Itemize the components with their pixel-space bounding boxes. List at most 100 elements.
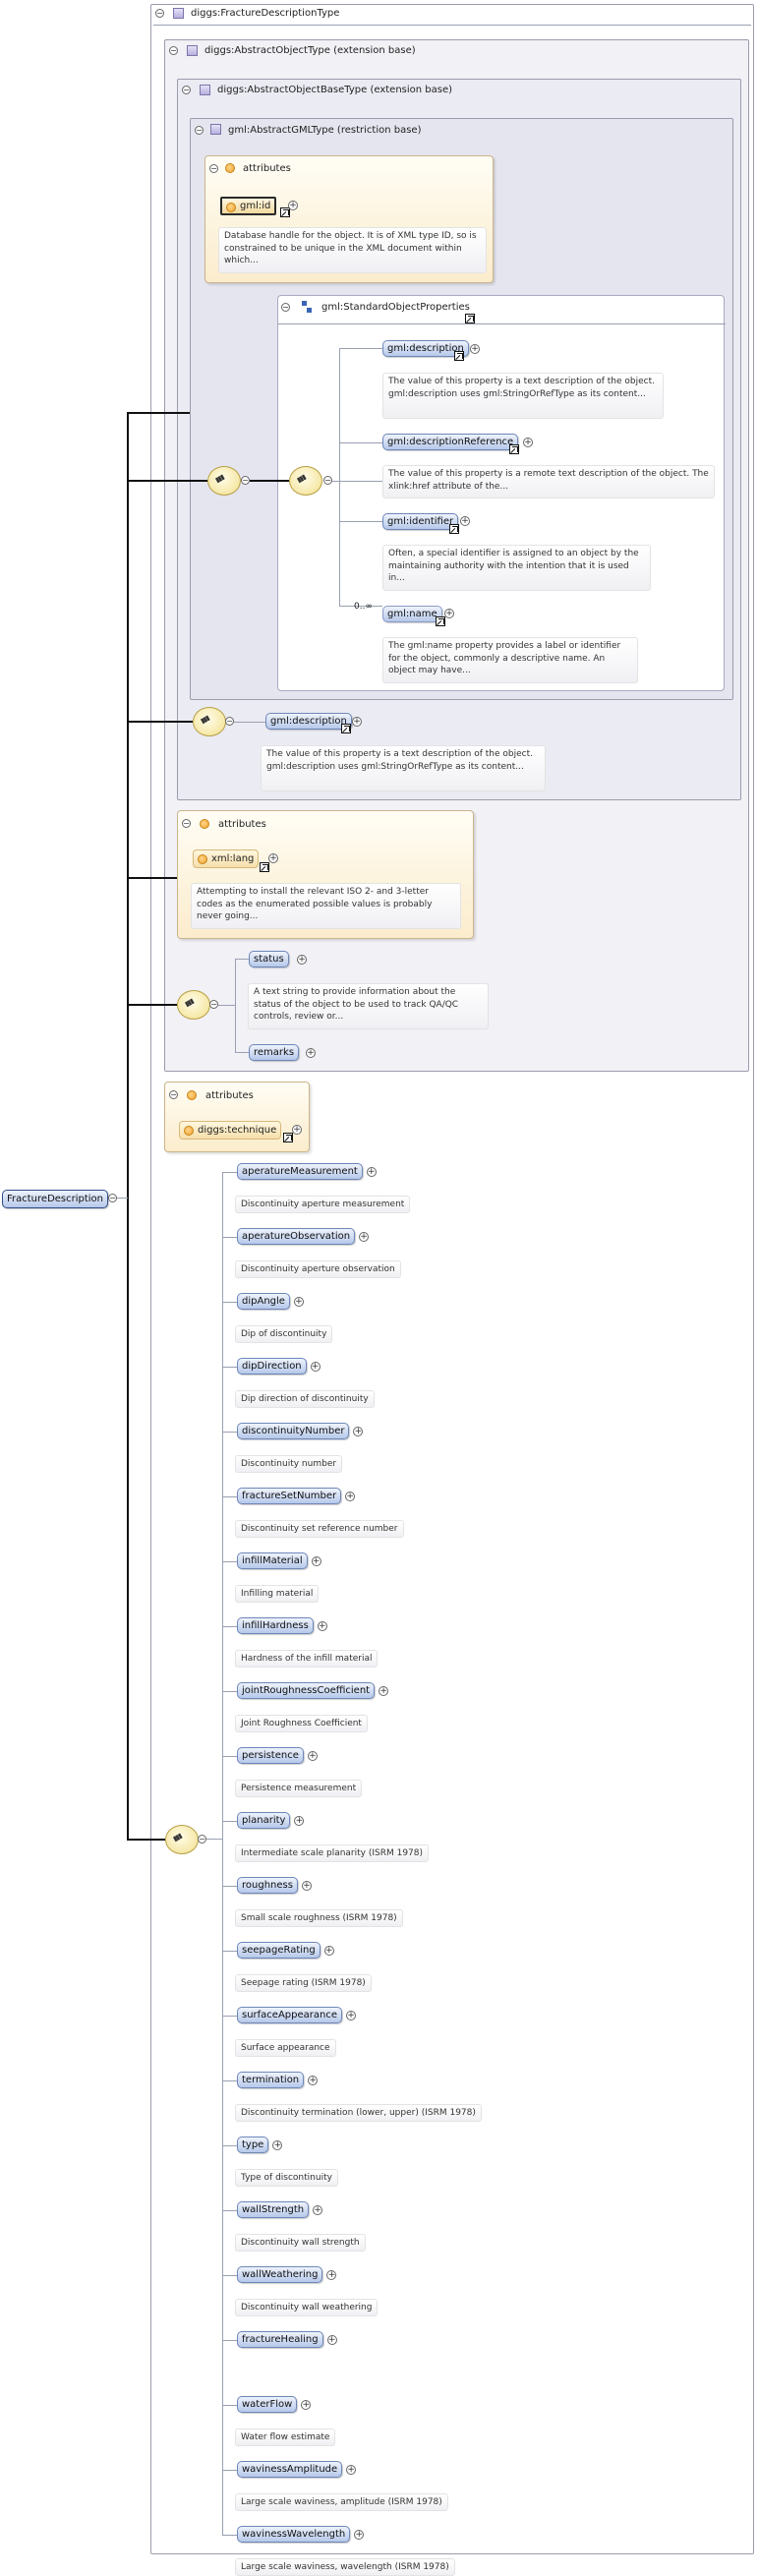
- element-infillHardness[interactable]: infillHardness: [237, 1617, 314, 1634]
- element-wallWeathering[interactable]: wallWeathering: [237, 2266, 323, 2283]
- expand-icon[interactable]: +: [523, 438, 533, 447]
- element-wavinessAmplitude[interactable]: wavinessAmplitude: [237, 2461, 343, 2478]
- expand-icon[interactable]: +: [470, 344, 480, 354]
- element-wallStrength[interactable]: wallStrength: [237, 2201, 310, 2218]
- expand-icon[interactable]: +: [346, 2011, 357, 2020]
- element-termination[interactable]: termination: [237, 2072, 305, 2088]
- expand-icon[interactable]: +: [301, 2400, 312, 2410]
- element-seepageRating[interactable]: seepageRating: [237, 1942, 321, 1959]
- collapse-toggle[interactable]: −: [182, 819, 191, 828]
- expand-icon[interactable]: +: [359, 1232, 370, 1242]
- element-label: type: [242, 2139, 264, 2150]
- expand-icon[interactable]: +: [311, 1556, 321, 1566]
- element-remarks[interactable]: remarks: [249, 1044, 300, 1061]
- expand-icon[interactable]: +: [366, 1167, 377, 1177]
- collapse-toggle[interactable]: −: [169, 1090, 178, 1099]
- expand-icon[interactable]: +: [313, 2205, 323, 2215]
- element-fractureHealing[interactable]: fractureHealing: [237, 2331, 323, 2348]
- element-roughness[interactable]: roughness: [237, 1877, 298, 1894]
- element-label: gml:description: [270, 716, 347, 727]
- collapse-toggle[interactable]: −: [108, 1194, 117, 1202]
- expand-icon[interactable]: +: [288, 201, 298, 210]
- expand-icon[interactable]: +: [301, 1881, 312, 1891]
- expand-icon[interactable]: +: [308, 2076, 319, 2085]
- element-doc: Large scale waviness, amplitude (ISRM 19…: [235, 2493, 448, 2511]
- expand-icon[interactable]: +: [268, 853, 278, 863]
- expand-icon[interactable]: +: [353, 1427, 364, 1436]
- element-doc-text: Large scale waviness, amplitude (ISRM 19…: [241, 2497, 442, 2507]
- std-element-description-reference[interactable]: gml:descriptionReference: [382, 434, 519, 450]
- element-wavinessWavelength[interactable]: wavinessWavelength: [237, 2526, 351, 2543]
- expand-icon[interactable]: +: [317, 1621, 327, 1631]
- expand-icon[interactable]: +: [272, 2140, 283, 2150]
- expand-icon[interactable]: +: [444, 609, 454, 618]
- expand-icon[interactable]: +: [323, 1946, 334, 1956]
- element-label: seepageRating: [242, 1945, 316, 1956]
- header-divider: [153, 25, 751, 26]
- expand-icon[interactable]: +: [352, 717, 362, 727]
- element-infillMaterial[interactable]: infillMaterial: [237, 1552, 308, 1569]
- expand-icon[interactable]: +: [326, 2270, 337, 2280]
- element-label: roughness: [242, 1880, 293, 1891]
- element-label: jointRoughnessCoefficient: [242, 1685, 371, 1696]
- attribute-doc-text: Database handle for the object. It is of…: [224, 231, 477, 265]
- element-discontinuityNumber[interactable]: discontinuityNumber: [237, 1423, 350, 1439]
- element-doc-text: Intermediate scale planarity (ISRM 1978): [241, 1848, 424, 1858]
- group-icon: [302, 301, 313, 313]
- expand-icon[interactable]: +: [379, 1686, 389, 1696]
- element-surfaceAppearance[interactable]: surfaceAppearance: [237, 2007, 343, 2023]
- type-title: diggs:AbstractObjectType (extension base…: [204, 45, 416, 56]
- collapse-toggle[interactable]: −: [155, 9, 164, 18]
- expand-icon[interactable]: +: [306, 1048, 316, 1058]
- expand-icon[interactable]: +: [292, 1125, 302, 1135]
- element-fractureSetNumber[interactable]: fractureSetNumber: [237, 1488, 342, 1504]
- element-dipDirection[interactable]: dipDirection: [237, 1358, 307, 1375]
- expand-icon[interactable]: +: [307, 1751, 318, 1761]
- expand-icon[interactable]: +: [354, 2530, 365, 2540]
- expand-icon[interactable]: +: [460, 516, 470, 526]
- element-dipAngle[interactable]: dipAngle: [237, 1293, 290, 1310]
- element-label: gml:descriptionReference: [387, 437, 514, 447]
- element-label: infillMaterial: [242, 1555, 303, 1566]
- element-waterFlow[interactable]: waterFlow: [237, 2396, 298, 2413]
- collapse-toggle[interactable]: −: [198, 1835, 206, 1844]
- expand-icon[interactable]: +: [294, 1816, 305, 1826]
- element-type[interactable]: type: [237, 2137, 269, 2153]
- collapse-toggle[interactable]: −: [281, 303, 290, 312]
- gml-id-attribute[interactable]: gml:id: [220, 197, 277, 215]
- root-element-fracture-description[interactable]: FractureDescription: [2, 1190, 109, 1208]
- collapse-toggle[interactable]: −: [182, 86, 191, 94]
- collapse-toggle[interactable]: −: [225, 717, 234, 726]
- element-doc-text: Dip of discontinuity: [241, 1329, 327, 1339]
- expand-icon[interactable]: +: [345, 1492, 356, 1501]
- element-doc: Water flow estimate: [235, 2429, 336, 2446]
- element-label: dipAngle: [242, 1296, 285, 1307]
- std-element-description[interactable]: gml:description: [382, 340, 469, 357]
- collapse-toggle[interactable]: −: [241, 476, 250, 485]
- diggs-technique-attribute[interactable]: diggs:technique: [179, 1121, 282, 1140]
- expand-icon[interactable]: +: [293, 1297, 304, 1307]
- collapse-toggle[interactable]: −: [169, 46, 178, 55]
- expand-icon[interactable]: +: [310, 1362, 321, 1372]
- expand-icon[interactable]: +: [297, 955, 307, 965]
- element-doc-text: Discontinuity set reference number: [241, 1524, 398, 1534]
- element-planarity[interactable]: planarity: [237, 1812, 291, 1829]
- xml-lang-attribute[interactable]: xml:lang: [193, 849, 260, 868]
- sequence-compositor-icon: [177, 990, 210, 1020]
- collapse-toggle[interactable]: −: [209, 1000, 218, 1009]
- element-aperatureMeasurement[interactable]: aperatureMeasurement: [237, 1163, 363, 1180]
- expand-icon[interactable]: +: [346, 2465, 357, 2475]
- element-aperatureObservation[interactable]: aperatureObservation: [237, 1228, 356, 1245]
- collapse-toggle[interactable]: −: [209, 164, 218, 173]
- expand-icon[interactable]: +: [326, 2335, 337, 2345]
- collapse-toggle[interactable]: −: [323, 476, 332, 485]
- element-persistence[interactable]: persistence: [237, 1747, 304, 1764]
- std-element-identifier[interactable]: gml:identifier: [382, 513, 459, 530]
- tree-line: [222, 1172, 238, 1173]
- element-status[interactable]: status: [249, 951, 289, 967]
- base-element-description[interactable]: gml:description: [265, 713, 352, 730]
- std-element-name[interactable]: gml:name: [382, 606, 442, 622]
- element-jointRoughnessCoefficient[interactable]: jointRoughnessCoefficient: [237, 1682, 376, 1699]
- collapse-toggle[interactable]: −: [195, 126, 204, 135]
- complex-type-icon: [200, 85, 210, 95]
